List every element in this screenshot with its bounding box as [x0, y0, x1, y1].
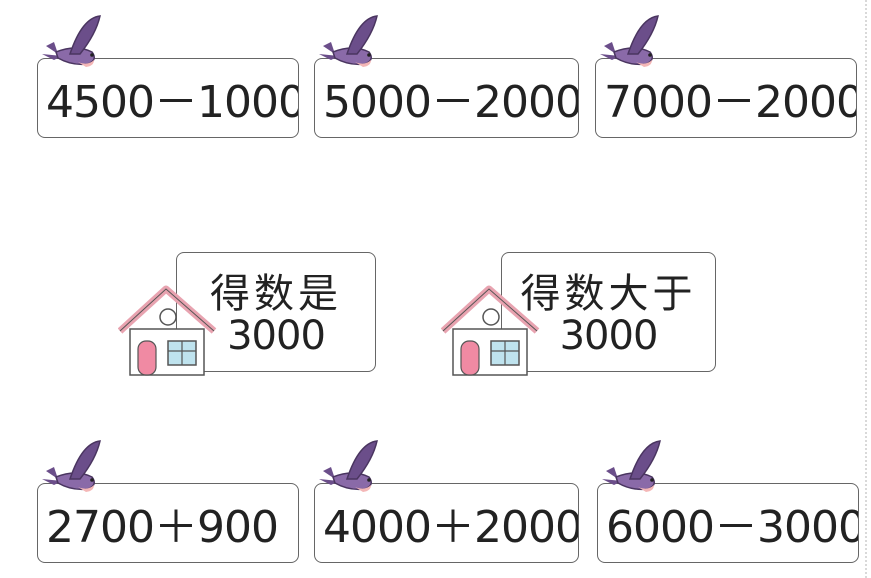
house-label: 得数大于 [520, 271, 697, 317]
expression-card[interactable]: 6000－3000 [597, 483, 859, 563]
house-icon [440, 285, 541, 377]
page-edge-divider [865, 0, 867, 578]
swallow-bird-icon [594, 14, 664, 76]
expression-card[interactable]: 2700＋900 [37, 483, 299, 563]
house-value: 3000 [227, 313, 326, 359]
expression-text: 5000－2000 [323, 77, 579, 128]
expression-text: 7000－2000 [604, 77, 857, 128]
expression-card[interactable]: 5000－2000 [314, 58, 579, 138]
expression-text: 4500－1000 [46, 77, 299, 128]
expression-text: 6000－3000 [606, 502, 859, 553]
swallow-bird-icon [596, 439, 666, 501]
house-label-card[interactable]: 得数大于 3000 [501, 252, 716, 372]
house-label: 得数是 [210, 271, 342, 317]
swallow-bird-icon [313, 439, 383, 501]
expression-text: 2700＋900 [46, 502, 279, 553]
swallow-bird-icon [313, 14, 383, 76]
swallow-bird-icon [36, 14, 106, 76]
swallow-bird-icon [36, 439, 106, 501]
expression-card[interactable]: 7000－2000 [595, 58, 857, 138]
expression-card[interactable]: 4500－1000 [37, 58, 299, 138]
expression-text: 4000＋2000 [323, 502, 579, 553]
house-value: 3000 [559, 313, 659, 359]
house-label-card[interactable]: 得数是 3000 [176, 252, 376, 372]
house-icon [117, 285, 218, 377]
expression-card[interactable]: 4000＋2000 [314, 483, 579, 563]
